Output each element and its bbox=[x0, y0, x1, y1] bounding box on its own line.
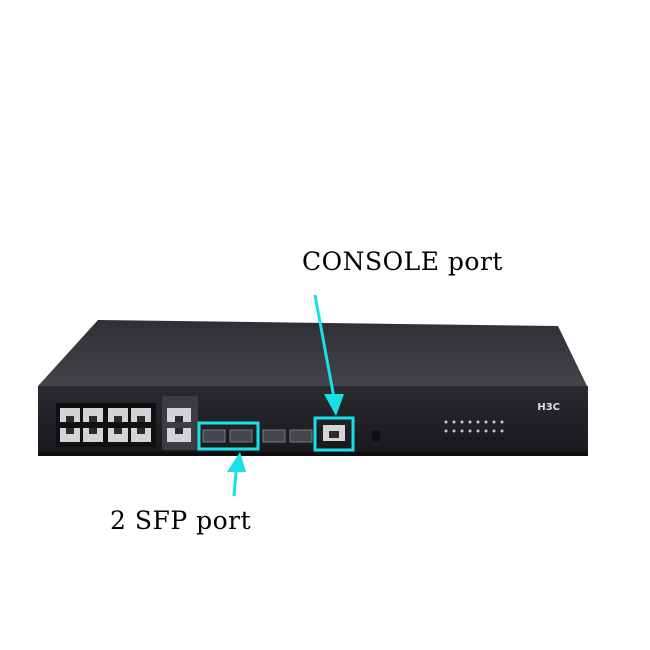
console-port-label: CONSOLE port bbox=[302, 247, 503, 276]
reset-button bbox=[372, 431, 380, 441]
combo-port-block bbox=[162, 396, 198, 450]
sfp-highlight-box bbox=[197, 421, 260, 451]
console-port bbox=[323, 425, 345, 441]
console-arrow bbox=[313, 294, 344, 416]
sfp-slots bbox=[202, 429, 313, 443]
brand-logo: H3C bbox=[537, 402, 560, 413]
sfp-port-label: 2 SFP port bbox=[110, 506, 252, 535]
rj45-port-block bbox=[56, 403, 156, 447]
status-leds bbox=[444, 420, 504, 433]
chassis-top bbox=[38, 320, 588, 388]
console-highlight-box bbox=[313, 416, 355, 452]
sfp-arrow bbox=[227, 452, 246, 497]
